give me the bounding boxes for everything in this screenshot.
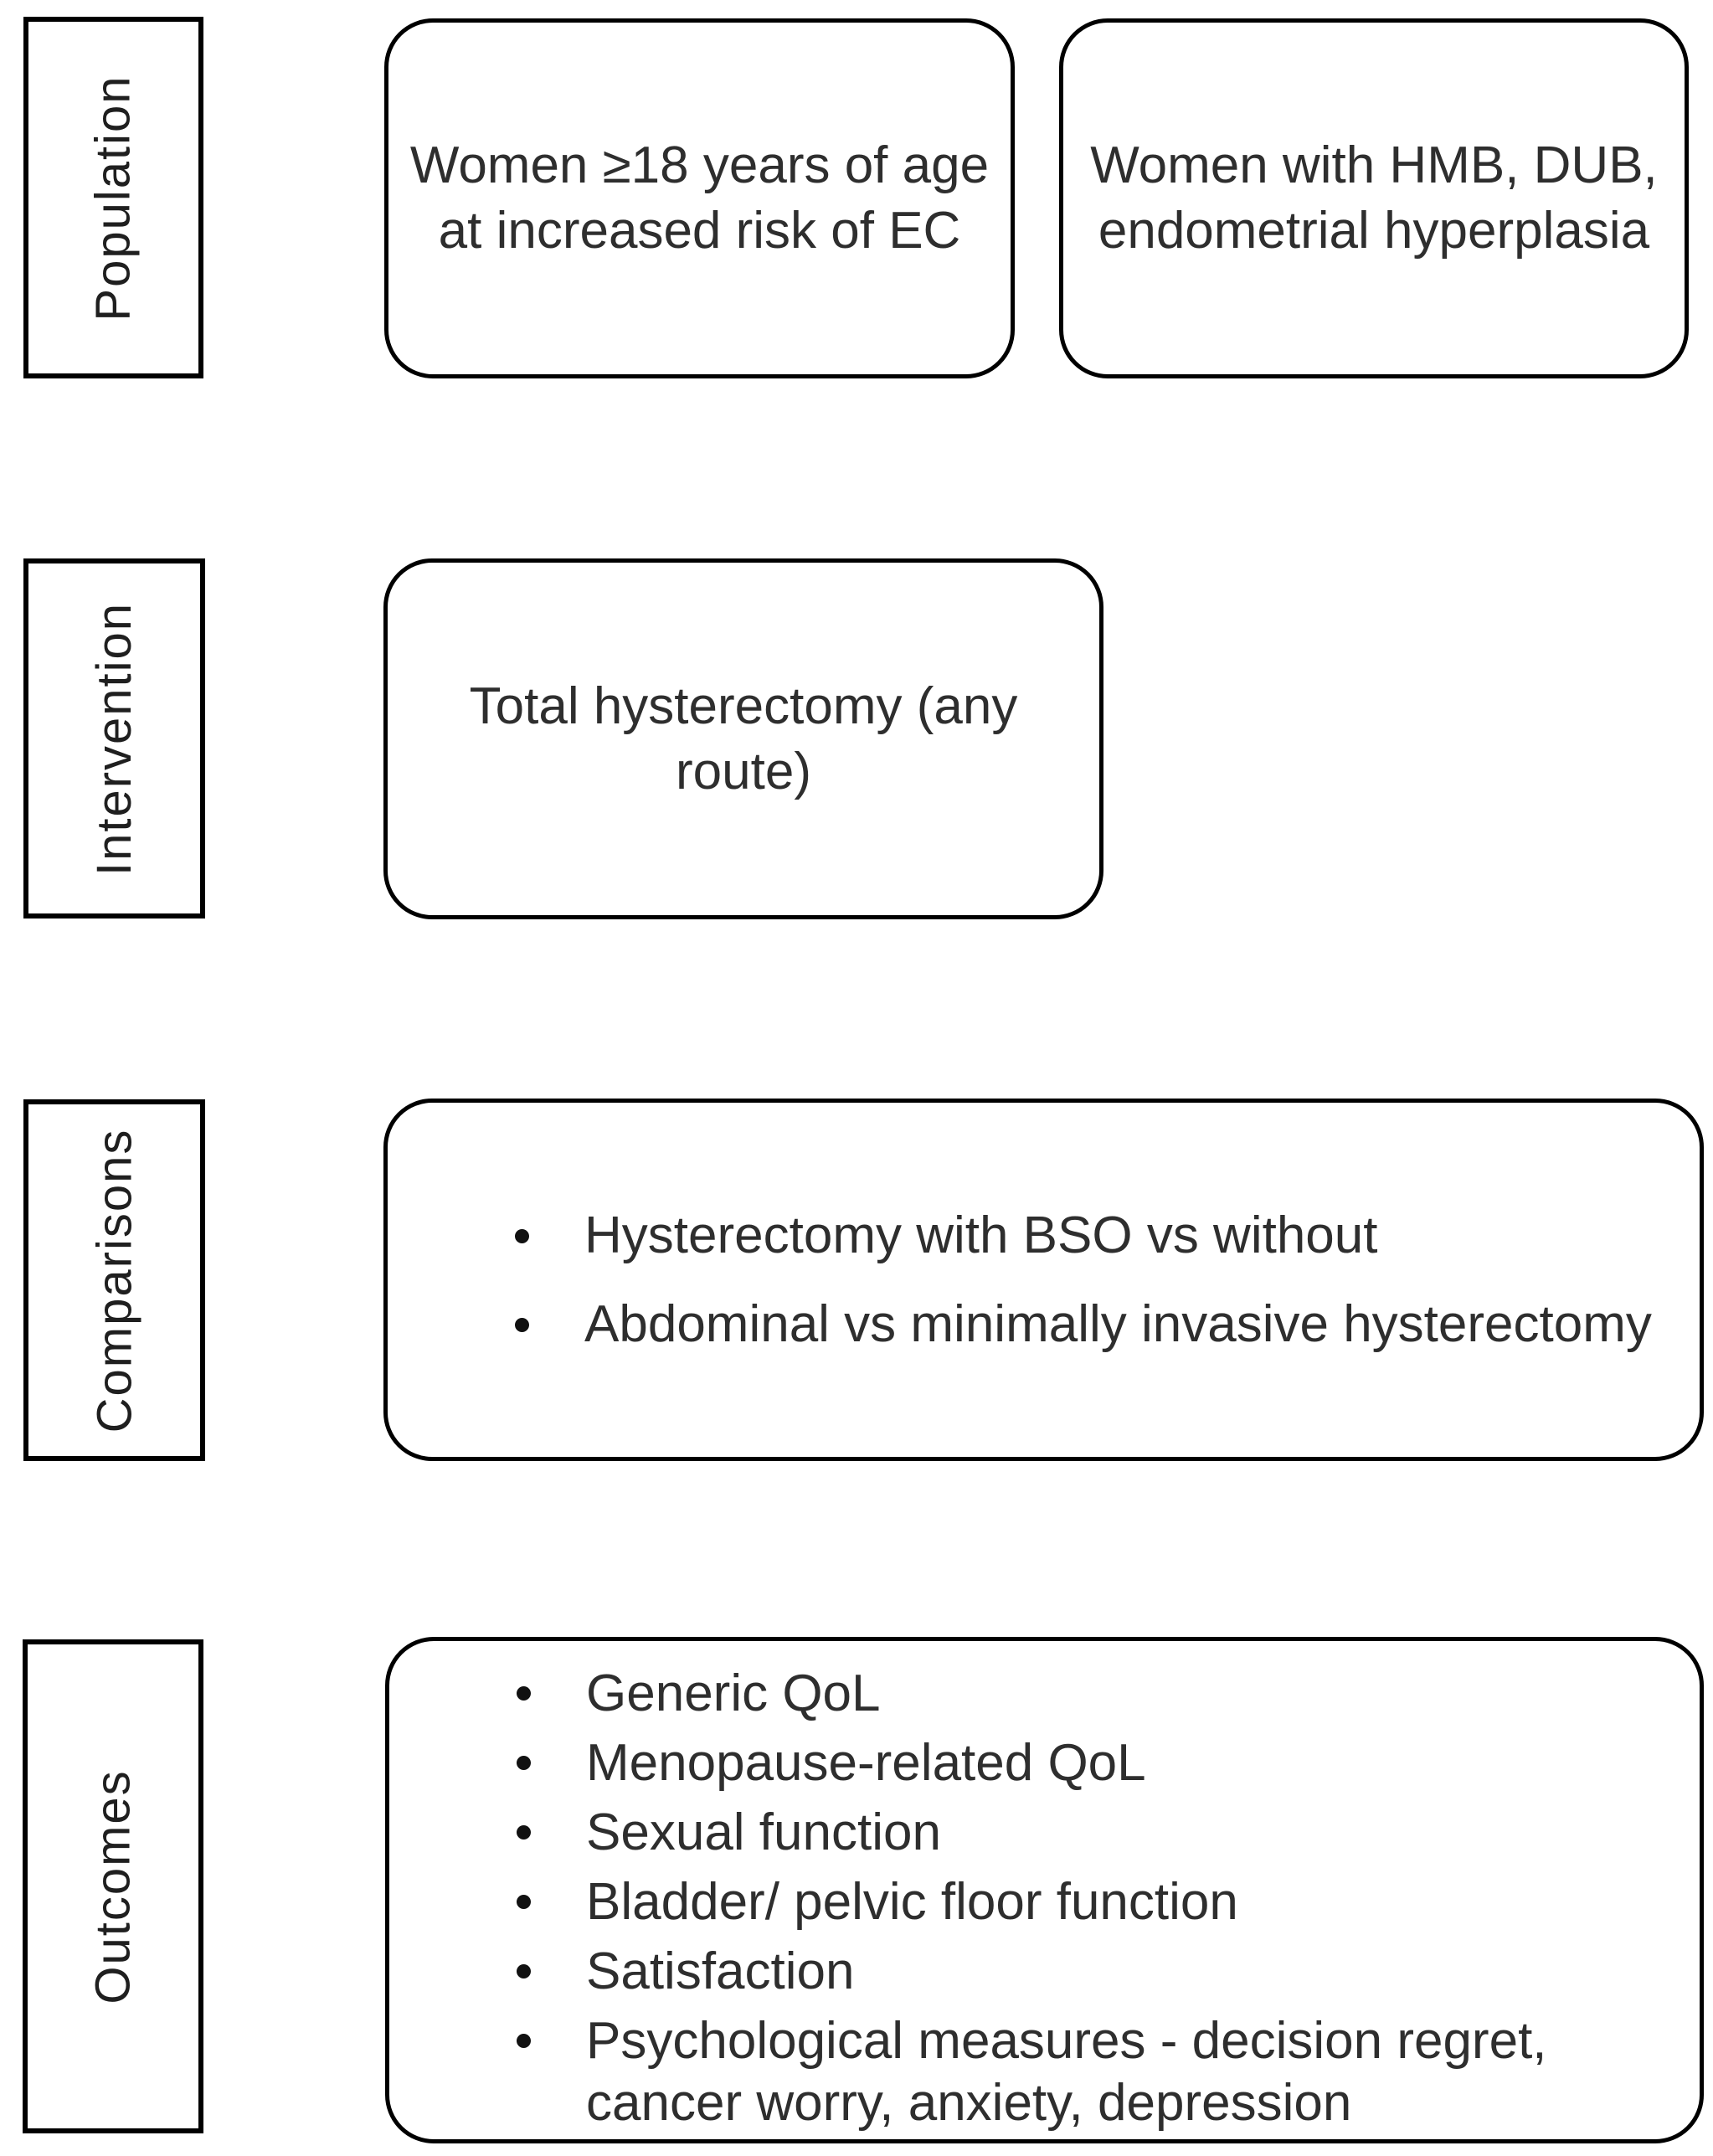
list-item-text: Menopause-related QoL	[586, 1734, 1146, 1792]
comparisons-list: Hysterectomy with BSO vs without Abdomin…	[388, 1204, 1700, 1356]
list-item-text: Hysterectomy with BSO vs without	[584, 1206, 1378, 1264]
population-box-increased-risk-text: Women ≥18 years of age at increased risk…	[410, 133, 989, 264]
list-item: Generic QoL	[389, 1663, 1700, 1725]
bullet-icon	[517, 2034, 531, 2048]
list-item: Bladder/ pelvic floor function	[389, 1871, 1700, 1933]
list-item-text: Abdominal vs minimally invasive hysterec…	[584, 1294, 1652, 1353]
list-item: Satisfaction	[389, 1941, 1700, 2003]
bullet-icon	[517, 1756, 531, 1770]
text-line: at increased risk of EC	[438, 202, 961, 260]
population-box-hmb-dub: Women with HMB, DUB, endometrial hyperpl…	[1059, 18, 1689, 378]
population-box-hmb-dub-text: Women with HMB, DUB, endometrial hyperpl…	[1090, 133, 1658, 264]
intervention-box-text: Total hysterectomy (any route)	[470, 674, 1018, 805]
row-label-comparisons: Comparisons	[23, 1099, 205, 1461]
text-line: Women with HMB, DUB,	[1090, 136, 1658, 194]
bullet-icon	[517, 1686, 531, 1701]
text-line: endometrial hyperplasia	[1098, 202, 1650, 260]
row-label-outcomes-text: Outcomes	[85, 1768, 141, 2004]
bullet-icon	[517, 1964, 531, 1978]
list-item-text: Generic QoL	[586, 1665, 881, 1722]
list-item-text: Bladder/ pelvic floor function	[586, 1873, 1238, 1931]
comparisons-box: Hysterectomy with BSO vs without Abdomin…	[383, 1099, 1704, 1461]
row-label-population: Population	[23, 17, 203, 378]
list-item-text: Satisfaction	[586, 1942, 855, 2000]
population-box-increased-risk: Women ≥18 years of age at increased risk…	[384, 18, 1015, 378]
list-item: Psychological measures - decision regret…	[389, 2010, 1700, 2134]
list-item: Sexual function	[389, 1802, 1700, 1864]
bullet-icon	[515, 1317, 529, 1332]
row-label-comparisons-text: Comparisons	[87, 1128, 141, 1433]
text-line: route)	[676, 742, 811, 800]
intervention-box: Total hysterectomy (any route)	[383, 558, 1103, 919]
text-line: Women ≥18 years of age	[409, 136, 990, 194]
list-item: Menopause-related QoL	[389, 1732, 1700, 1794]
outcomes-list: Generic QoL Menopause-related QoL Sexual…	[389, 1663, 1700, 2134]
outcomes-box-inner: Generic QoL Menopause-related QoL Sexual…	[389, 1641, 1700, 2142]
row-label-outcomes: Outcomes	[23, 1639, 203, 2133]
list-item-text: Psychological measures - decision regret…	[586, 2012, 1547, 2132]
row-label-intervention: Intervention	[23, 558, 205, 918]
bullet-icon	[517, 1895, 531, 1909]
list-item: Hysterectomy with BSO vs without	[388, 1204, 1700, 1268]
bullet-icon	[515, 1228, 529, 1243]
outcomes-box: Generic QoL Menopause-related QoL Sexual…	[385, 1637, 1704, 2143]
list-item-text: Sexual function	[586, 1804, 941, 1861]
list-item: Abdominal vs minimally invasive hysterec…	[388, 1293, 1700, 1356]
text-line: Total hysterectomy (any	[469, 677, 1018, 735]
row-label-intervention-text: Intervention	[87, 601, 141, 876]
row-label-population-text: Population	[86, 74, 141, 322]
bullet-icon	[517, 1825, 531, 1840]
